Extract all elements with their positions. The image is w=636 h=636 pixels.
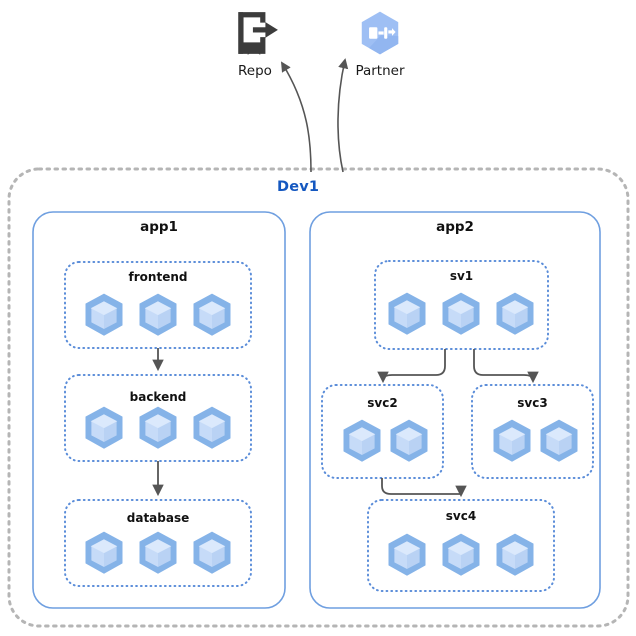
edge-dev1-to-repo [280,61,312,173]
edge-svc2-to-svc4 [381,478,467,498]
service-label-svc2: svc2 [367,396,398,410]
service-label-frontend: frontend [128,270,188,284]
node-repo[interactable] [228,6,284,81]
service-label-svc4: svc4 [445,509,477,523]
service-label-database: database [126,511,190,525]
pod-group-database [85,531,231,575]
cluster-label-dev1: Dev1 [277,179,320,195]
pod-group-svc4 [388,533,534,577]
partner-label: Partner [355,63,405,79]
repo-label: Repo [238,63,272,79]
service-label-svc3: svc3 [517,396,548,410]
edge-sv1-to-svc3 [473,349,539,384]
pod-group-frontend [85,293,231,337]
pod-group-backend [85,406,231,450]
service-label-backend: backend [129,390,187,404]
node-partner[interactable] [350,6,412,81]
edge-dev1-to-partner [337,58,349,173]
cluster-dev1-border [7,167,630,628]
service-label-sv1: sv1 [449,269,474,283]
edge-sv1-to-svc2 [377,349,446,384]
app-label-app2: app2 [436,219,474,235]
app-label-app1: app1 [140,219,178,235]
pod-group-sv1 [388,292,534,336]
